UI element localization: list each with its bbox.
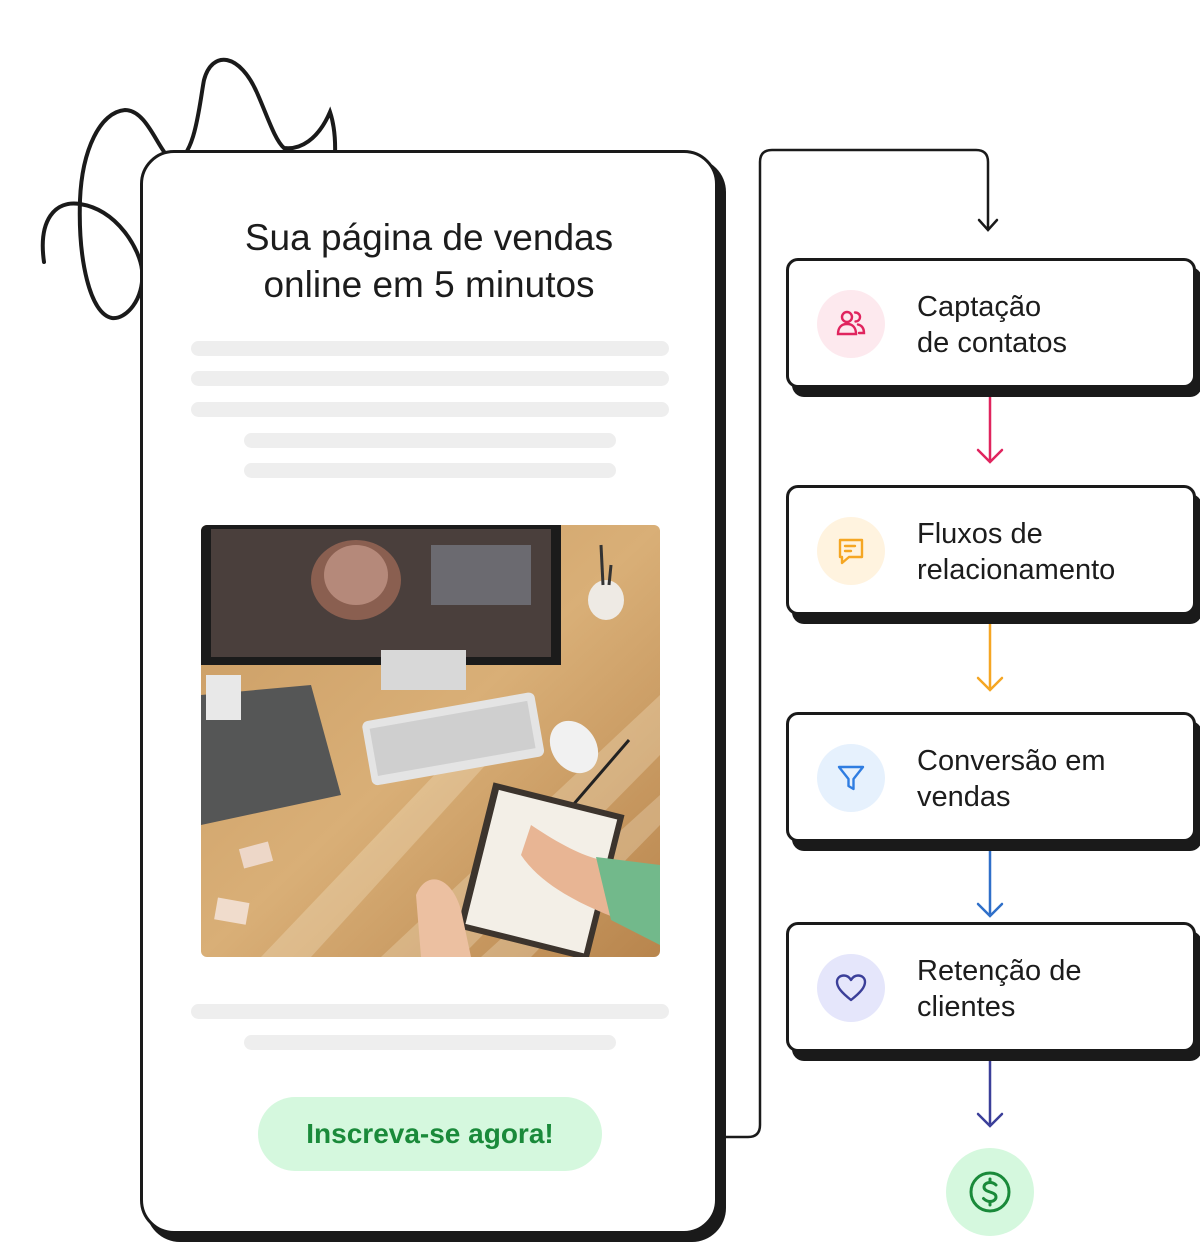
step-label: Retenção de clientes bbox=[917, 953, 1081, 1025]
text-placeholder bbox=[191, 1004, 669, 1019]
step-label-line: vendas bbox=[917, 781, 1011, 813]
page-title: Sua página de vendas online em 5 minutos bbox=[0, 214, 858, 308]
step-customer-retention: Retenção de clientes bbox=[786, 922, 1196, 1052]
step-label-line: Retenção de bbox=[917, 955, 1082, 987]
step-label: Conversão em vendas bbox=[917, 743, 1106, 815]
text-placeholder bbox=[244, 433, 616, 448]
text-placeholder bbox=[191, 341, 669, 356]
page-title-line-2: online em 5 minutos bbox=[263, 264, 595, 305]
text-placeholder bbox=[244, 463, 616, 478]
step-label: Fluxos de relacionamento bbox=[917, 516, 1115, 588]
step-label-line: Conversão em bbox=[917, 745, 1106, 777]
dollar-coin-icon bbox=[946, 1148, 1034, 1236]
users-icon bbox=[817, 290, 885, 358]
step-label-line: relacionamento bbox=[917, 554, 1116, 586]
step-lead-capture: Captação de contatos bbox=[786, 258, 1196, 388]
step-label-line: de contatos bbox=[917, 327, 1067, 359]
step-sales-conversion: Conversão em vendas bbox=[786, 712, 1196, 842]
text-placeholder bbox=[191, 371, 669, 386]
funnel-icon bbox=[817, 744, 885, 812]
heart-icon bbox=[817, 954, 885, 1022]
text-placeholder bbox=[244, 1035, 616, 1050]
desk-photo bbox=[201, 525, 660, 957]
cta-connector bbox=[602, 148, 990, 1139]
message-icon bbox=[817, 517, 885, 585]
step-label-line: clientes bbox=[917, 991, 1016, 1023]
page-title-line-1: Sua página de vendas bbox=[244, 217, 614, 258]
text-placeholder bbox=[191, 402, 669, 417]
step-label: Captação de contatos bbox=[917, 289, 1067, 361]
step-relationship-flows: Fluxos de relacionamento bbox=[786, 485, 1196, 615]
step-label-line: Fluxos de bbox=[917, 518, 1043, 550]
step-label-line: Captação bbox=[917, 291, 1042, 323]
subscribe-now-button[interactable]: Inscreva-se agora! bbox=[258, 1097, 602, 1171]
scribble-doodle bbox=[40, 57, 338, 321]
